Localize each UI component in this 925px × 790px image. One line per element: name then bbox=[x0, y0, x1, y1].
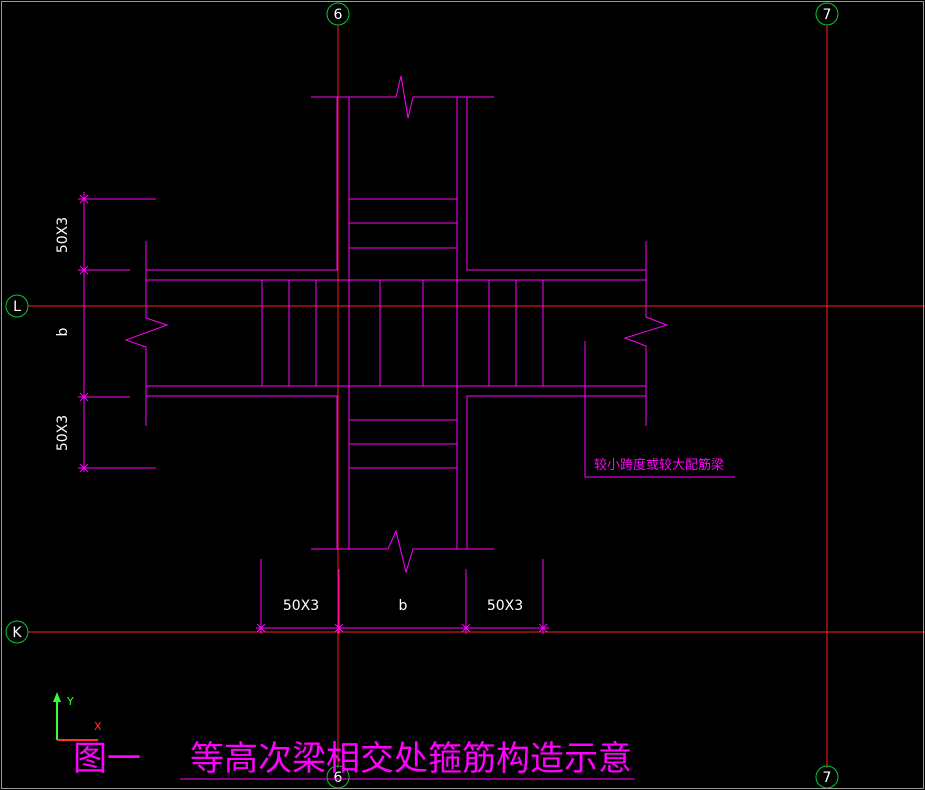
vertical-beam-top-break-line bbox=[311, 75, 494, 119]
grid-bubble-label: 7 bbox=[823, 770, 832, 786]
tick-mark bbox=[79, 463, 89, 473]
drawing-title[interactable]: 图一 等高次梁相交处箍筋构造示意 bbox=[73, 739, 635, 780]
left-dimension-chain[interactable] bbox=[78, 192, 156, 473]
dimension-text-bottom-left: 50X3 bbox=[283, 598, 319, 614]
grid-bubble-top-6[interactable]: 6 bbox=[326, 2, 350, 26]
grid-bubble-label: 6 bbox=[334, 770, 343, 786]
ucs-icon: Y X bbox=[53, 692, 102, 741]
vertical-beam-left-lower-edge bbox=[146, 395, 338, 549]
ucs-y-label: Y bbox=[66, 695, 74, 708]
grid-bubble-left-K[interactable]: K bbox=[5, 620, 29, 644]
grid-bubble-top-7[interactable]: 7 bbox=[815, 2, 839, 26]
leader-note-text: 较小跨度或较大配筋梁 bbox=[594, 457, 724, 473]
axis-lines bbox=[28, 26, 925, 768]
vertical-beam-left-edge bbox=[146, 97, 338, 271]
vertical-beam-bottom-break-line bbox=[311, 529, 494, 574]
dimension-text-bottom-right: 50X3 bbox=[487, 598, 523, 614]
vertical-beam-right-edge bbox=[466, 97, 646, 271]
dimension-text-left-lower: 50X3 bbox=[55, 415, 71, 451]
grid-bubble-left-L[interactable]: L bbox=[5, 294, 29, 318]
tick-mark bbox=[461, 623, 471, 633]
tick-mark bbox=[538, 623, 548, 633]
bottom-dimension-texts: 50X3 b 50X3 bbox=[283, 598, 523, 614]
tick-mark bbox=[79, 392, 89, 402]
grid-bubble-bottom-7[interactable]: 7 bbox=[815, 765, 839, 789]
horizontal-beam-right-break-line bbox=[623, 241, 669, 426]
ucs-y-arrow bbox=[53, 692, 61, 702]
leader-note[interactable]: 较小跨度或较大配筋梁 bbox=[584, 341, 735, 478]
dimension-text-left-upper: 50X3 bbox=[55, 217, 71, 253]
grid-bubble-label: 7 bbox=[823, 7, 832, 23]
tick-mark bbox=[334, 623, 344, 633]
figure-number: 图一 bbox=[73, 739, 141, 779]
grid-bubble-circle bbox=[5, 294, 29, 318]
bottom-dimension-chain[interactable] bbox=[256, 559, 549, 634]
figure-caption: 等高次梁相交处箍筋构造示意 bbox=[190, 739, 632, 779]
grid-bubble-circle bbox=[326, 2, 350, 26]
left-dimension-texts: 50X3 b 50X3 bbox=[55, 217, 71, 451]
vertical-beam-right-lower-edge bbox=[466, 395, 646, 549]
grid-bubble-circle bbox=[815, 2, 839, 26]
stirrups[interactable] bbox=[261, 198, 544, 469]
tick-mark bbox=[79, 265, 89, 275]
grid-bubble-label: L bbox=[13, 299, 21, 315]
grid-bubbles: 6 7 6 7 L K bbox=[5, 2, 839, 789]
tick-mark bbox=[79, 194, 89, 204]
beam-outlines[interactable] bbox=[124, 75, 669, 574]
grid-bubble-label: 6 bbox=[334, 7, 343, 23]
tick-mark bbox=[256, 623, 266, 633]
ucs-x-label: X bbox=[94, 720, 102, 733]
grid-bubble-circle bbox=[5, 620, 29, 644]
leader-line bbox=[584, 341, 735, 478]
dimension-text-left-middle: b bbox=[55, 327, 71, 336]
dimension-text-bottom-middle: b bbox=[399, 598, 408, 614]
grid-bubble-label: K bbox=[12, 625, 22, 641]
horizontal-beam-left-break-line bbox=[124, 241, 169, 426]
